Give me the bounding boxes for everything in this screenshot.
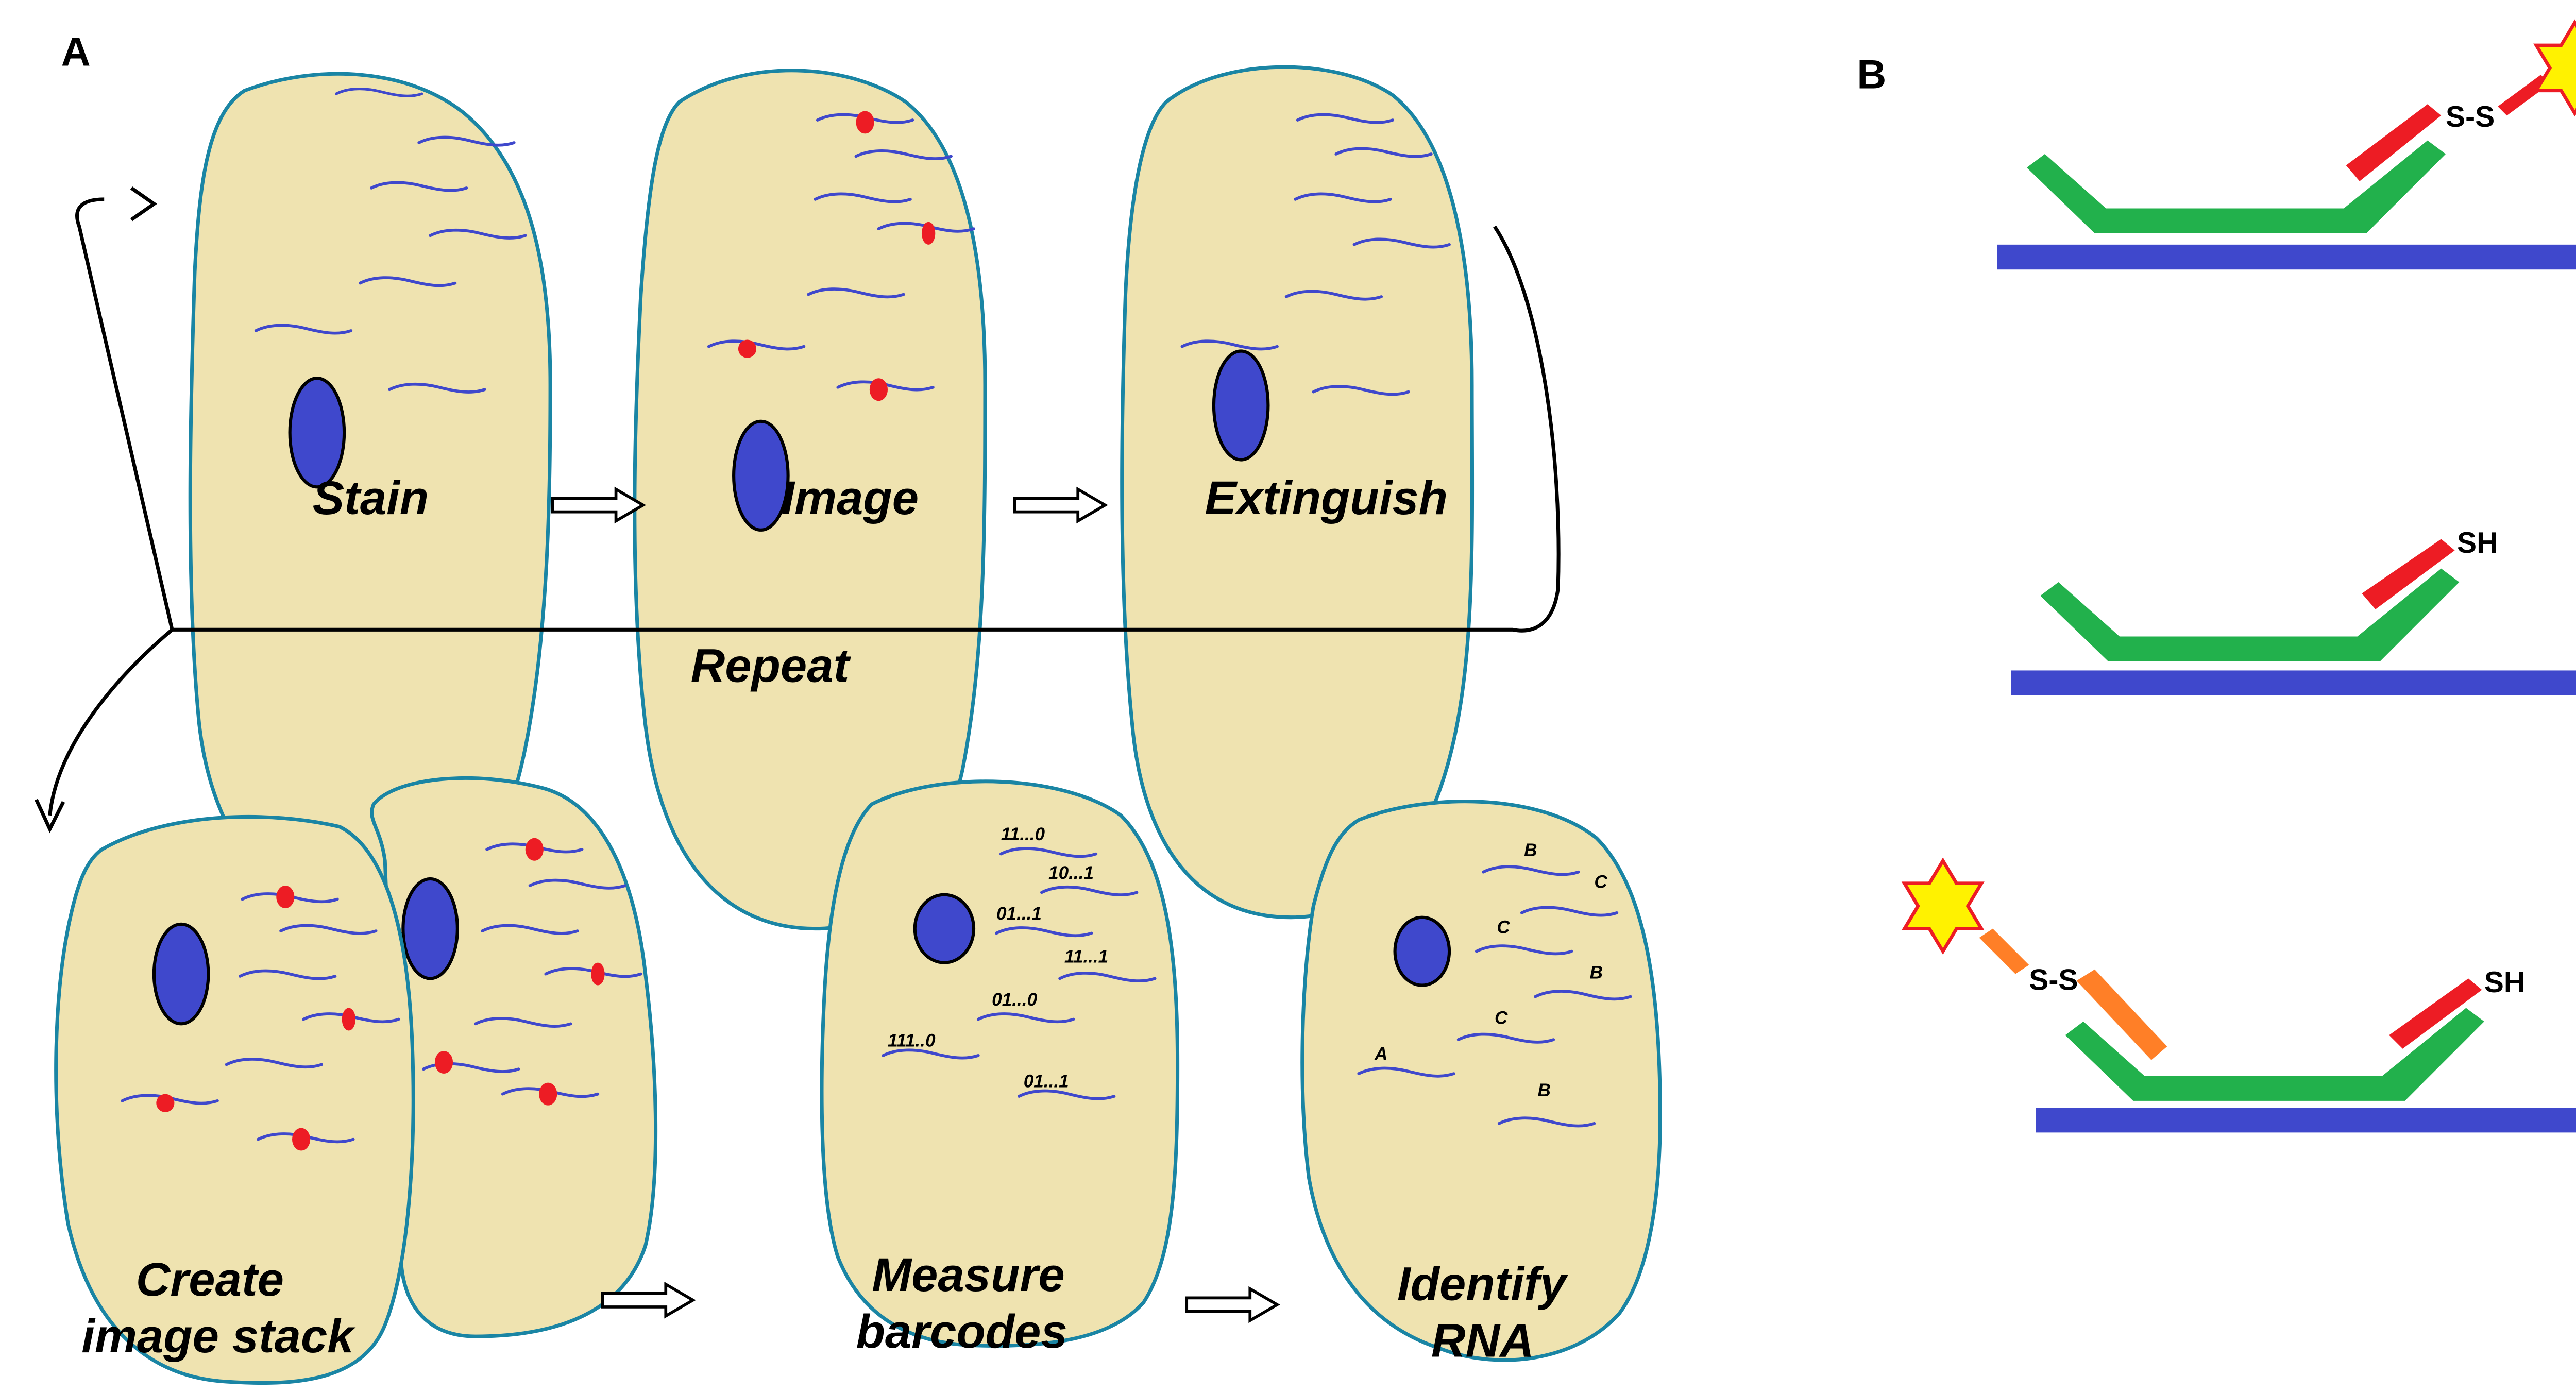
linker	[1979, 928, 2029, 974]
barcode-label: 01...1	[996, 904, 1042, 924]
panel-b: B S-S S-S + TCEP	[1857, 23, 2576, 1133]
step-label-identify: Identify	[1397, 1257, 1569, 1311]
cell-membrane	[820, 779, 1180, 1348]
disulfide-label: S-S	[2446, 100, 2495, 133]
cell-image	[633, 69, 987, 931]
fluorescent-spots	[156, 886, 356, 1151]
repeat-label: Repeat	[691, 638, 851, 692]
disulfide-label: S-S	[2029, 963, 2078, 996]
linker	[2498, 75, 2550, 116]
nucleus	[288, 377, 346, 489]
barcode-label: 11...1	[1064, 947, 1108, 967]
step-label-barcodes: barcodes	[856, 1304, 1067, 1358]
arrow-right-icon	[551, 486, 646, 524]
thiol-label: SH	[2457, 526, 2498, 559]
nucleus	[1393, 915, 1451, 987]
flow-arrow-head-icon	[35, 799, 65, 834]
rna-id-label: C	[1497, 917, 1510, 937]
flow-arrow-down	[48, 628, 174, 816]
encoding-probe	[2065, 1008, 2484, 1101]
probe-complex: S-S SH	[1905, 861, 2525, 1101]
step-label-extinguish: Extinguish	[1205, 471, 1448, 524]
nucleus	[732, 419, 790, 532]
rna-id-label: B	[1524, 840, 1537, 860]
fluorophore-star-icon	[2536, 23, 2576, 113]
arrow-right-icon	[601, 1281, 696, 1319]
rna-id-label: A	[1374, 1044, 1387, 1064]
panel-b-label: B	[1857, 51, 1886, 97]
nucleus	[152, 922, 210, 1026]
arrow-right-icon	[1013, 486, 1108, 524]
cell-membrane	[1300, 800, 1662, 1362]
barcode-label: 10...1	[1048, 863, 1094, 883]
readout-probe	[2389, 978, 2482, 1049]
cell-identify-rna: B C C B C A B	[1300, 800, 1662, 1362]
row-restained: S-S SH S-S SH	[1905, 861, 2576, 1133]
cell-stack-back	[370, 776, 658, 1338]
fluorophore-star-icon	[1905, 861, 1981, 952]
encoding-probe	[2040, 568, 2460, 661]
rna-id-label: C	[1495, 1008, 1508, 1028]
row-cleaved: SH SH	[2011, 526, 2576, 695]
fluorescent-spots	[434, 838, 605, 1106]
encoding-probe	[2026, 140, 2446, 233]
target-rna-strand	[2036, 1108, 2576, 1133]
barcode-label: 01...1	[1024, 1071, 1069, 1091]
rna-id-label: B	[1590, 962, 1603, 982]
fluorescent-spots	[738, 111, 936, 401]
row-stained: S-S S-S	[1997, 23, 2576, 270]
step-label-measure: Measure	[872, 1248, 1064, 1301]
step-label-rna: RNA	[1431, 1314, 1534, 1367]
readout-probe	[2346, 104, 2442, 181]
cell-membrane	[54, 814, 415, 1385]
barcode-label: 111..0	[888, 1030, 936, 1050]
readout-probe	[2362, 539, 2455, 609]
panel-a-label: A	[61, 28, 91, 74]
nucleus	[913, 893, 976, 964]
nucleus	[401, 877, 459, 980]
repeat-arrow-head-icon	[130, 186, 158, 222]
arrow-right-icon	[1185, 1286, 1280, 1323]
thiol-label: SH	[2484, 966, 2525, 999]
step-label-stain: Stain	[313, 471, 429, 524]
target-rna-strand	[1997, 244, 2576, 270]
cell-stack-front	[54, 814, 415, 1385]
panel-a: A	[35, 28, 1662, 1385]
nucleus	[1212, 349, 1270, 462]
step-label-image: Image	[781, 471, 919, 524]
target-rna-strand	[2011, 670, 2576, 695]
step-label-create: Create	[136, 1252, 284, 1306]
rna-id-label: B	[1537, 1080, 1550, 1100]
step-label-image-stack: image stack	[81, 1309, 356, 1363]
barcode-label: 11...0	[1001, 824, 1045, 844]
probe-complex: S-S	[2026, 23, 2576, 233]
probe-complex: SH	[2040, 526, 2498, 661]
new-readout-probe	[2076, 969, 2167, 1060]
rna-id-label: C	[1594, 872, 1607, 892]
barcode-label: 01...0	[992, 990, 1037, 1010]
repeat-loop-line	[75, 197, 1561, 633]
cell-measure-barcodes: 11...0 10...1 01...1 11...1 01...0 111..…	[820, 779, 1180, 1348]
